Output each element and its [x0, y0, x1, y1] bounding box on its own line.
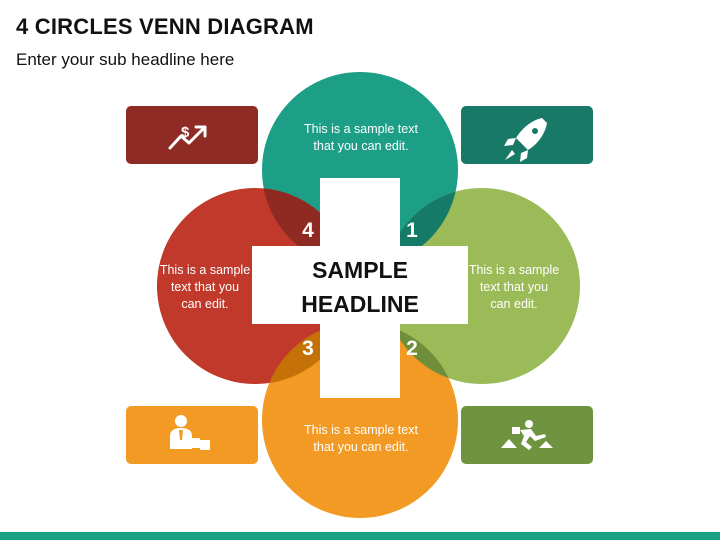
circle-left-text-line2: text that you: [171, 280, 239, 294]
circle-left-text-line1: This is a sample: [160, 263, 250, 277]
center-headline-line2: HEADLINE: [301, 291, 419, 317]
rocket-icon: [504, 118, 547, 162]
center-cross: [252, 178, 468, 398]
overlap-number-1: 1: [406, 219, 418, 242]
circle-right-text-line1: This is a sample: [469, 263, 559, 277]
overlap-number-4: 4: [302, 219, 314, 242]
circle-bottom-text-line2: that you can edit.: [313, 440, 408, 454]
circle-right: [384, 188, 580, 384]
money-growth-icon: $: [168, 124, 207, 150]
circle-top-text-line2: that you can edit.: [313, 139, 408, 153]
jumping-runner-icon: [501, 420, 553, 450]
page-subtitle: Enter your sub headline here: [16, 50, 235, 69]
svg-text:$: $: [181, 124, 190, 141]
circle-bottom: [262, 322, 458, 518]
person-puzzle-icon: [170, 415, 210, 450]
circle-left-text-line3: can edit.: [181, 297, 228, 311]
circle-top-text-line1: This is a sample text: [304, 122, 418, 136]
bottom-accent-bar: [0, 532, 720, 540]
center-headline-line1: SAMPLE: [312, 257, 408, 283]
circle-right-text-line2: text that you: [480, 280, 548, 294]
icon-box-top-left: [126, 106, 258, 164]
circle-right-text-line3: can edit.: [490, 297, 537, 311]
page-title: 4 CIRCLES VENN DIAGRAM: [16, 14, 314, 39]
icon-box-bottom-left: [126, 406, 258, 464]
circle-bottom-text-line1: This is a sample text: [304, 423, 418, 437]
overlap-number-2: 2: [406, 337, 418, 360]
overlap-number-3: 3: [302, 337, 314, 360]
overlap-region-4: [262, 188, 353, 268]
